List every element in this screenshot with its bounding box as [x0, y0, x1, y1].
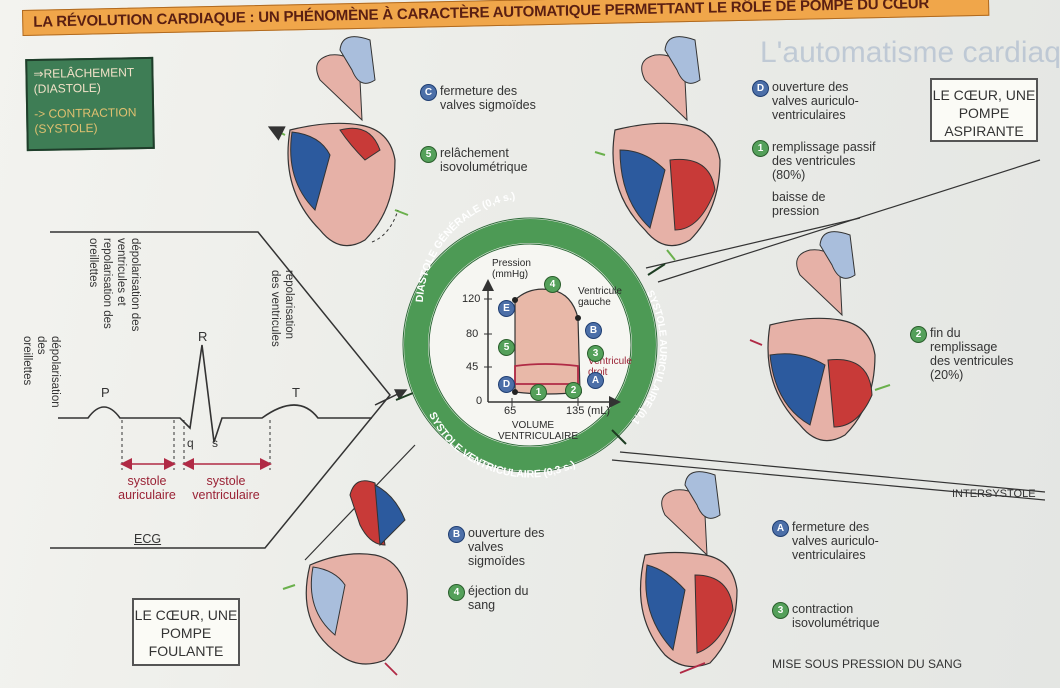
ecg-wave-q: q: [187, 436, 194, 450]
interval-label-vent: systole ventriculaire: [192, 474, 260, 502]
pv-y-tick-45: 45: [466, 361, 479, 373]
box-pompe-aspirante: LE CŒUR, UNE POMPE ASPIRANTE: [930, 78, 1038, 142]
pv-point-3-label: 3: [587, 345, 604, 362]
interval-label-auric: systole auriculaire: [118, 474, 176, 502]
ecg-wave-t: T: [292, 385, 300, 400]
heart-bottom-right: [639, 471, 738, 674]
pv-y-label: Pression (mmHg): [492, 258, 531, 280]
ecg-label-repol-ventricules: repolarisation des ventricules: [269, 270, 295, 347]
pv-y-tick-80: 80: [466, 328, 479, 340]
pv-y-tick-0: 0: [476, 395, 483, 407]
pv-x-tick-65: 65: [504, 405, 517, 417]
badge-1: 1: [752, 140, 769, 157]
pv-y-tick-120: 120: [462, 293, 481, 305]
cycle-ring-inner: [428, 243, 632, 447]
intersystole-label: INTERSYSTOLE: [952, 488, 1036, 500]
pv-point-e: E: [498, 300, 515, 317]
badge-b: B: [448, 526, 465, 543]
pv-loop-right: [514, 363, 579, 385]
step-baisse-pression: baisse de pression: [772, 190, 826, 218]
pv-point-4: [575, 315, 581, 321]
connector-intersystole-2: [611, 459, 1046, 501]
step-1: 1 remplissage passif des ventricules (80…: [752, 140, 892, 182]
background-heading: L'automatisme cardiaque et son: [760, 36, 1060, 69]
badge-4: 4: [448, 584, 465, 601]
cycle-ring-outer: [402, 217, 658, 473]
badge-d: D: [752, 80, 769, 97]
connector-upper: [645, 217, 861, 269]
step-mise-sous-pression: MISE SOUS PRESSION DU SANG: [772, 657, 963, 671]
pv-label-left: Ventricule gauche: [578, 286, 622, 308]
ecg-label: ECG: [134, 532, 162, 546]
connector-intersystole: [619, 451, 1046, 493]
step-a: A fermeture des valves auriculo-ventricu…: [772, 520, 922, 562]
pv-point-a: A: [587, 372, 604, 389]
ecg-wave-p: P: [101, 385, 110, 400]
connector-ecg-arrow: [374, 389, 408, 406]
step-b: B ouverture des valves sigmoïdes: [448, 526, 578, 568]
pv-point-1-label: 1: [530, 384, 547, 401]
ecg-label-depol-ventricules: dépolarisation des ventricules et repola…: [87, 238, 141, 332]
pv-point-5-label: 5: [498, 339, 515, 356]
badge-c: C: [420, 84, 437, 101]
ring-divider-2: [611, 429, 627, 445]
heart-top-right: [594, 36, 721, 261]
pv-point-4-label: 4: [544, 276, 561, 293]
ecg-label-depol-oreillettes: dépolarisation des oreillettes: [21, 336, 61, 408]
pv-point-2-label: 2: [565, 382, 582, 399]
badge-2: 2: [910, 326, 927, 343]
step-c: C fermeture des valves sigmoïdes: [420, 84, 540, 112]
ring-divider-1: [647, 263, 666, 276]
box-pompe-foulante: LE CŒUR, UNE POMPE FOULANTE: [132, 598, 240, 666]
heart-bottom-center: [282, 480, 408, 676]
pv-point-d: D: [498, 376, 515, 393]
ecg-wave-s: s: [212, 436, 218, 450]
ecg-trace: [58, 344, 372, 443]
heart-middle-right: [749, 231, 891, 442]
ring-divider-3: [395, 392, 414, 401]
ecg-wave-r: R: [198, 329, 208, 344]
heart-top-center: [267, 36, 409, 247]
pv-x-label: VOLUME VENTRICULAIRE: [498, 420, 579, 442]
pv-point-2: [512, 389, 518, 395]
badge-5: 5: [420, 146, 437, 163]
badge-a: A: [772, 520, 789, 537]
step-d: D ouverture des valves auriculo-ventricu…: [752, 80, 872, 122]
step-3: 3 contraction isovolumétrique: [772, 602, 912, 630]
step-5: 5 relâchement isovolumétrique: [420, 146, 560, 174]
ecg-panel-outline: [50, 231, 391, 549]
pv-point-1: [512, 297, 518, 303]
step-2: 2 fin du remplissage des ventricules (20…: [910, 326, 1030, 382]
pv-x-tick-135: 135 (mL): [566, 405, 611, 417]
pv-loop-left: [514, 288, 581, 395]
pv-point-b: B: [585, 322, 602, 339]
step-4: 4 éjection du sang: [448, 584, 558, 612]
badge-3: 3: [772, 602, 789, 619]
